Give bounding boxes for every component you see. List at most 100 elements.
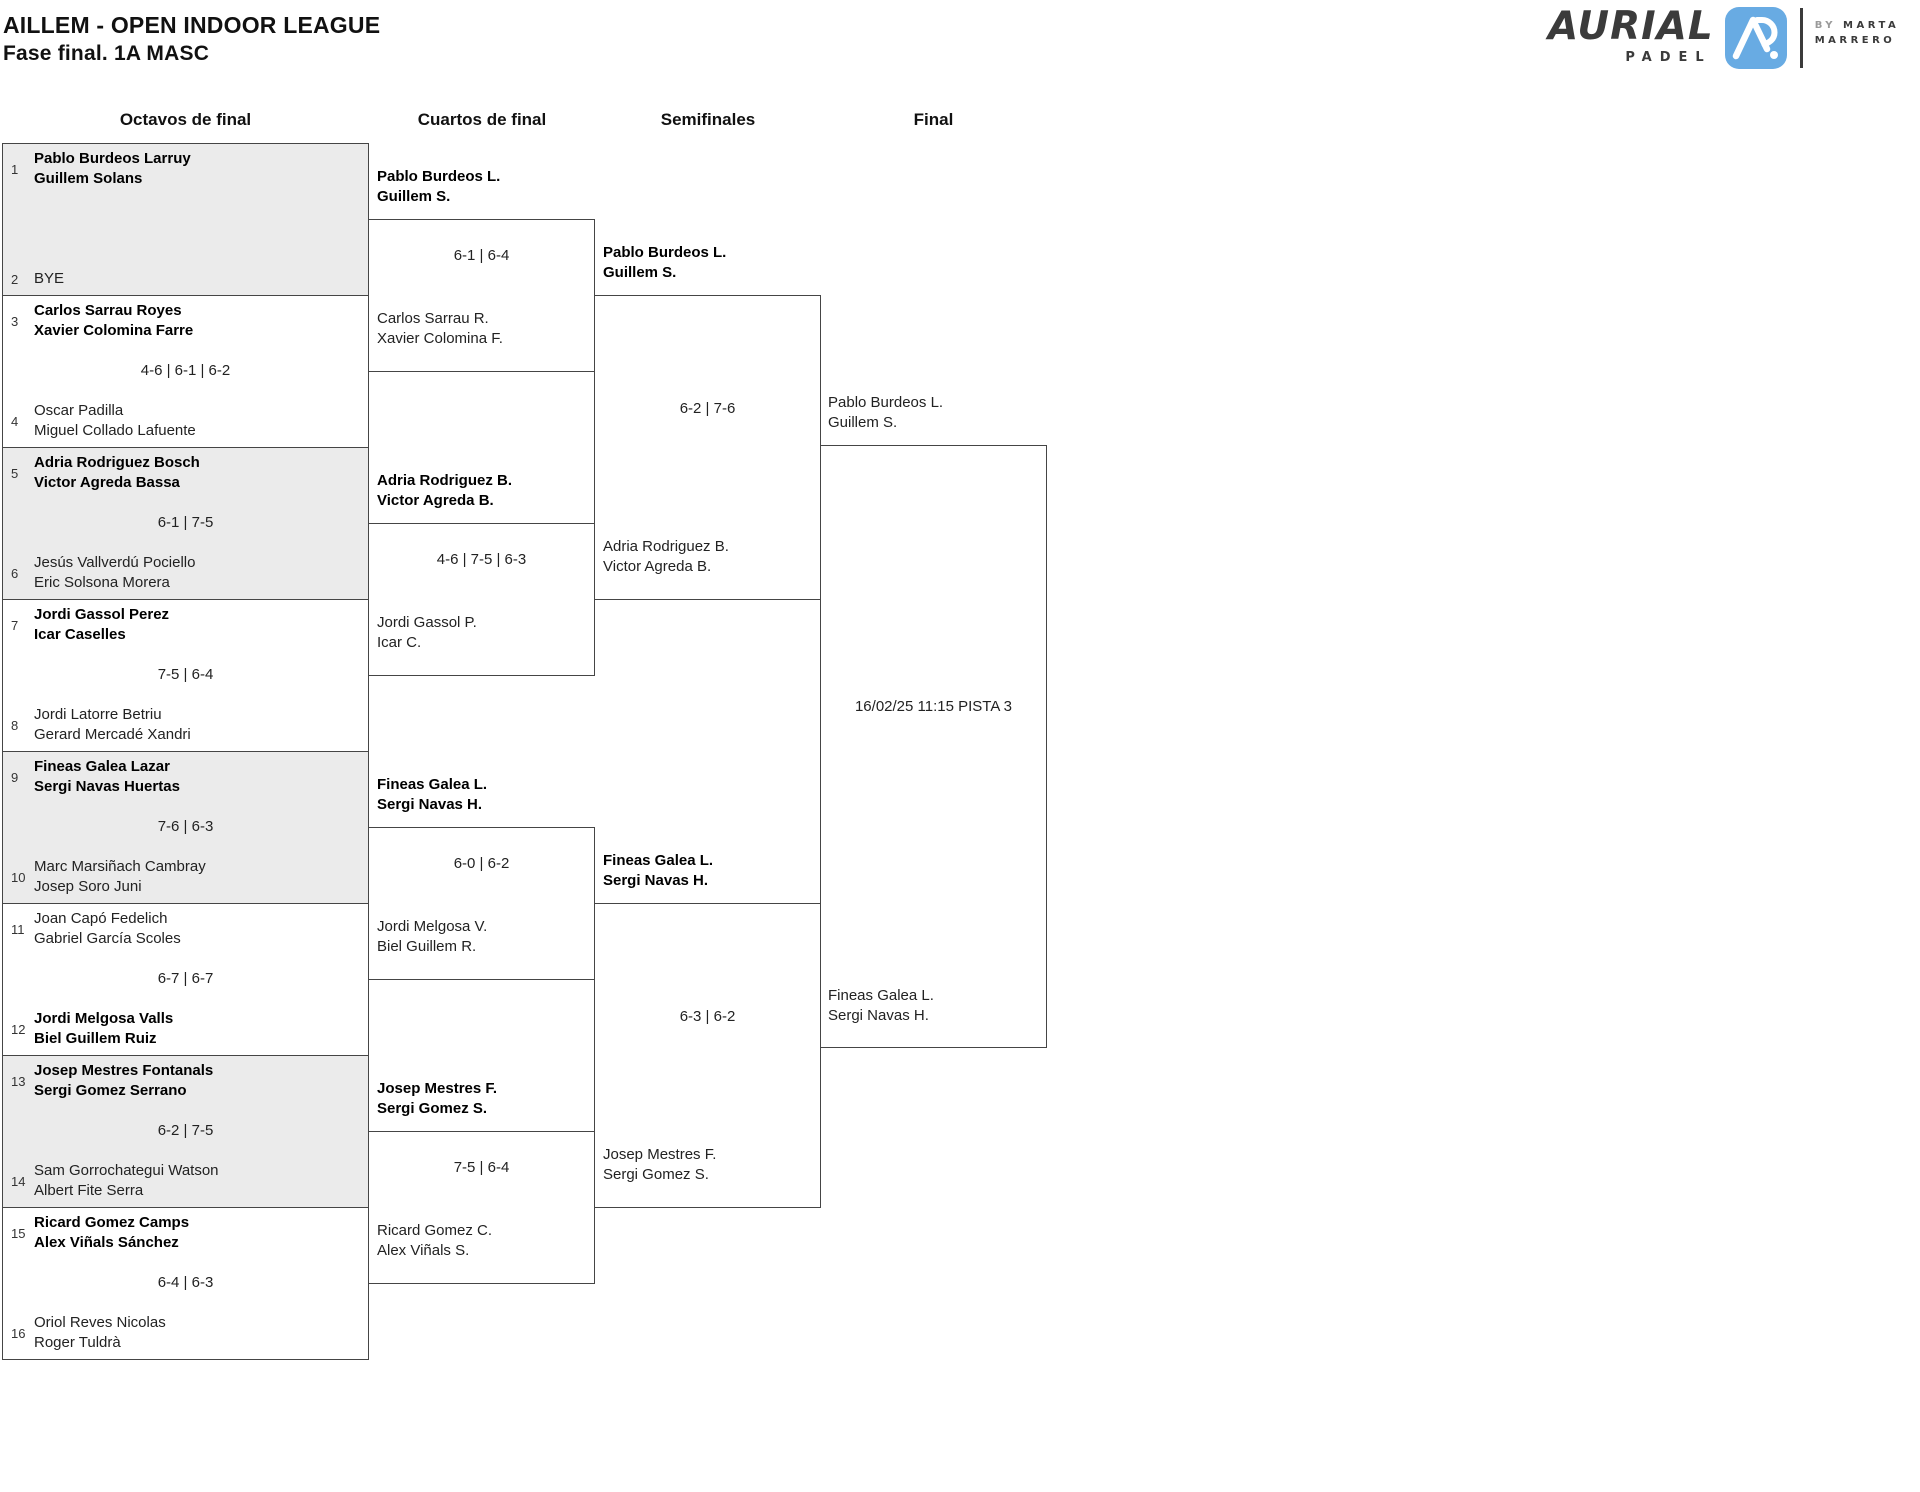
player-name: Albert Fite Serra: [34, 1182, 144, 1199]
player-name: Guillem S.: [377, 188, 451, 205]
aurial-wordmark: AURIAL PADEL: [1548, 4, 1714, 66]
player-name: Adria Rodriguez B.: [377, 472, 513, 489]
match-score: 6-7 | 6-7: [157, 970, 214, 987]
player-name: Jordi Gassol P.: [377, 614, 477, 631]
player-name: Miguel Collado Lafuente: [34, 422, 196, 439]
seed-number: 9: [11, 769, 19, 785]
player-name: Oriol Reves Nicolas: [34, 1314, 166, 1331]
final-match-box: [820, 445, 1047, 1048]
round-header-cuartos: Cuartos de final: [417, 110, 547, 129]
player-name: Sam Gorrochategui Watson: [34, 1162, 219, 1179]
player-name: Alex Viñals S.: [377, 1242, 470, 1259]
advancing-team-label: Adria Rodriguez B.Victor Agreda B.: [603, 537, 818, 577]
player-name: Pablo Burdeos L.: [603, 244, 727, 261]
player-name: Jordi Melgosa Valls: [34, 1010, 174, 1027]
player-name: Alex Viñals Sánchez: [34, 1234, 179, 1251]
advancing-team-label: Jordi Melgosa V.Biel Guillem R.: [377, 917, 592, 957]
player-name: Xavier Colomina F.: [377, 330, 503, 347]
byline-name-2: MARRERO: [1814, 35, 1896, 46]
aurial-logo: AURIAL PADEL BY MARTA MARRERO: [1548, 6, 1899, 75]
player-name: Jordi Gassol Perez: [34, 606, 170, 623]
page-title: AILLEM - OPEN INDOOR LEAGUE: [3, 12, 381, 38]
advancing-team-label: Pablo Burdeos L.Guillem S.: [603, 243, 818, 283]
player-name: Guillem Solans: [34, 170, 143, 187]
seed-number: 5: [11, 465, 19, 481]
team-bottom: 2 BYE: [7, 269, 364, 289]
seed-number: 8: [11, 717, 19, 733]
match-score: 7-6 | 6-3: [157, 818, 214, 835]
match-score: 6-2 | 7-6: [679, 400, 736, 417]
advancing-team-label: Josep Mestres F. Sergi Gomez S.: [603, 1145, 818, 1185]
seed-number: 14: [11, 1173, 26, 1189]
match-score: 6-4 | 6-3: [157, 1274, 214, 1291]
byline-name-1: MARTA: [1843, 20, 1900, 31]
advancing-team-label: Josep Mestres F.Sergi Gomez S.: [377, 1079, 592, 1119]
player-name: Ricard Gomez C.: [377, 1222, 493, 1239]
player-name: Marc Marsiñach Cambray: [34, 858, 206, 875]
player-name: Ricard Gomez Camps: [34, 1214, 190, 1231]
player-name: Pablo Burdeos L.: [377, 168, 501, 185]
finalist-team-label: Fineas Galea L.Sergi Navas H.: [828, 986, 1043, 1026]
logo-byline: BY MARTA MARRERO: [1815, 6, 1900, 48]
aurial-brand-text: AURIAL: [1548, 4, 1714, 49]
match-score: 6-1 | 6-4: [453, 247, 510, 264]
seed-number: 4: [11, 413, 19, 429]
cuartos-match-4-box: [368, 1131, 595, 1284]
aurial-monogram-icon: [1724, 6, 1788, 75]
player-name: Sergi Gomez S.: [377, 1100, 488, 1117]
player-name: Sergi Gomez S.: [603, 1166, 709, 1183]
advancing-team-label: Fineas Galea L. Sergi Navas H.: [377, 775, 592, 815]
advancing-team-label: Jordi Gassol P. Icar C.: [377, 613, 592, 653]
match-score: 7-5 | 6-4: [157, 666, 214, 683]
player-name: Victor Agreda B.: [377, 492, 494, 509]
match-score: 4-6 | 7-5 | 6-3: [436, 551, 527, 568]
player-name: Jesús Vallverdú Pociello: [34, 554, 196, 571]
round-header-final: Final: [913, 110, 954, 129]
seed-number: 12: [11, 1021, 26, 1037]
padel-wordmark: PADEL: [1625, 50, 1712, 65]
player-name: Fineas Galea L.: [377, 776, 488, 793]
player-name: Icar Caselles: [34, 626, 126, 643]
final-match-schedule: 16/02/25 11:15 PISTA 3: [854, 698, 1013, 715]
player-name: Fineas Galea L.: [603, 852, 714, 869]
seed-number: 16: [11, 1325, 26, 1341]
player-name: Sergi Navas H.: [377, 796, 483, 813]
advancing-team-label: Adria Rodriguez B. Victor Agreda B.: [377, 471, 592, 511]
player-name: BYE: [34, 270, 65, 287]
seed-number: 3: [11, 313, 19, 329]
semifinal-2-box: [594, 903, 821, 1208]
seed-number: 2: [11, 271, 19, 287]
advancing-team-label: Fineas Galea L.Sergi Navas H.: [603, 851, 818, 891]
round-header-octavos: Octavos de final: [119, 110, 252, 129]
seed-number: 1: [11, 161, 19, 177]
seed-number: 11: [11, 921, 25, 937]
finalist-team-label: Pablo Burdeos L.Guillem S.: [828, 393, 1043, 433]
player-name: Sergi Gomez Serrano: [34, 1082, 187, 1099]
player-name: Fineas Galea L.: [828, 987, 934, 1004]
player-name: Carlos Sarrau Royes: [34, 302, 182, 319]
cuartos-match-3-box: [368, 827, 595, 980]
player-name: Oscar Padilla: [34, 402, 124, 419]
player-name: Fineas Galea Lazar: [34, 758, 170, 775]
player-name: Guillem S.: [828, 414, 898, 431]
player-name: Icar C.: [377, 634, 422, 651]
player-name: Josep Mestres F.: [603, 1146, 717, 1163]
logo-divider: [1799, 8, 1803, 68]
seed-number: 13: [11, 1073, 26, 1089]
match-score: 4-6 | 6-1 | 6-2: [140, 362, 231, 379]
